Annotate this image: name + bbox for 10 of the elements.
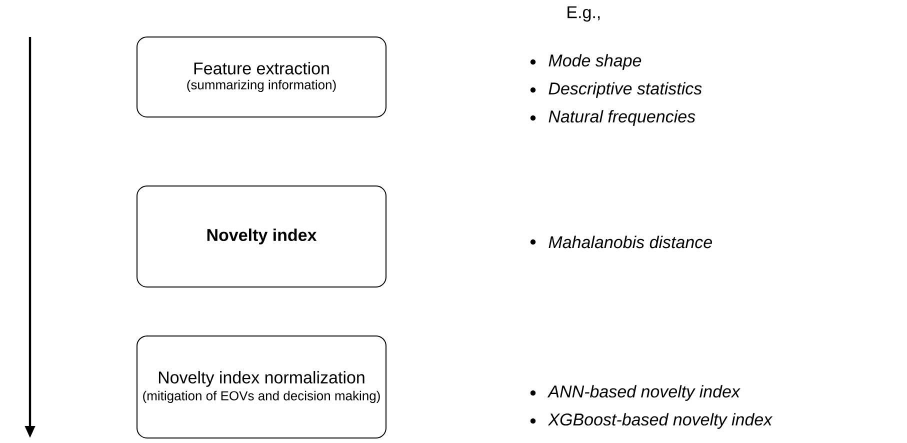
bullet-item: Descriptive statistics (530, 82, 702, 98)
bullet-item: ANN-based novelty index (530, 385, 740, 401)
process-box: Novelty index normalization (mitigation of EOVs and decision making) (136, 335, 386, 438)
note-text: E.g., (568, 6, 600, 22)
bullet-item: Natural frequencies (530, 110, 696, 126)
process-box: Novelty index (136, 185, 386, 288)
bullet-item: Mahalanobis distance (530, 236, 712, 248)
bullet-item: Mode shape (530, 54, 642, 70)
bullet-item: XGBoost-based novelty index (530, 413, 773, 429)
process-box: Feature extraction (summarizing information) (136, 36, 386, 118)
